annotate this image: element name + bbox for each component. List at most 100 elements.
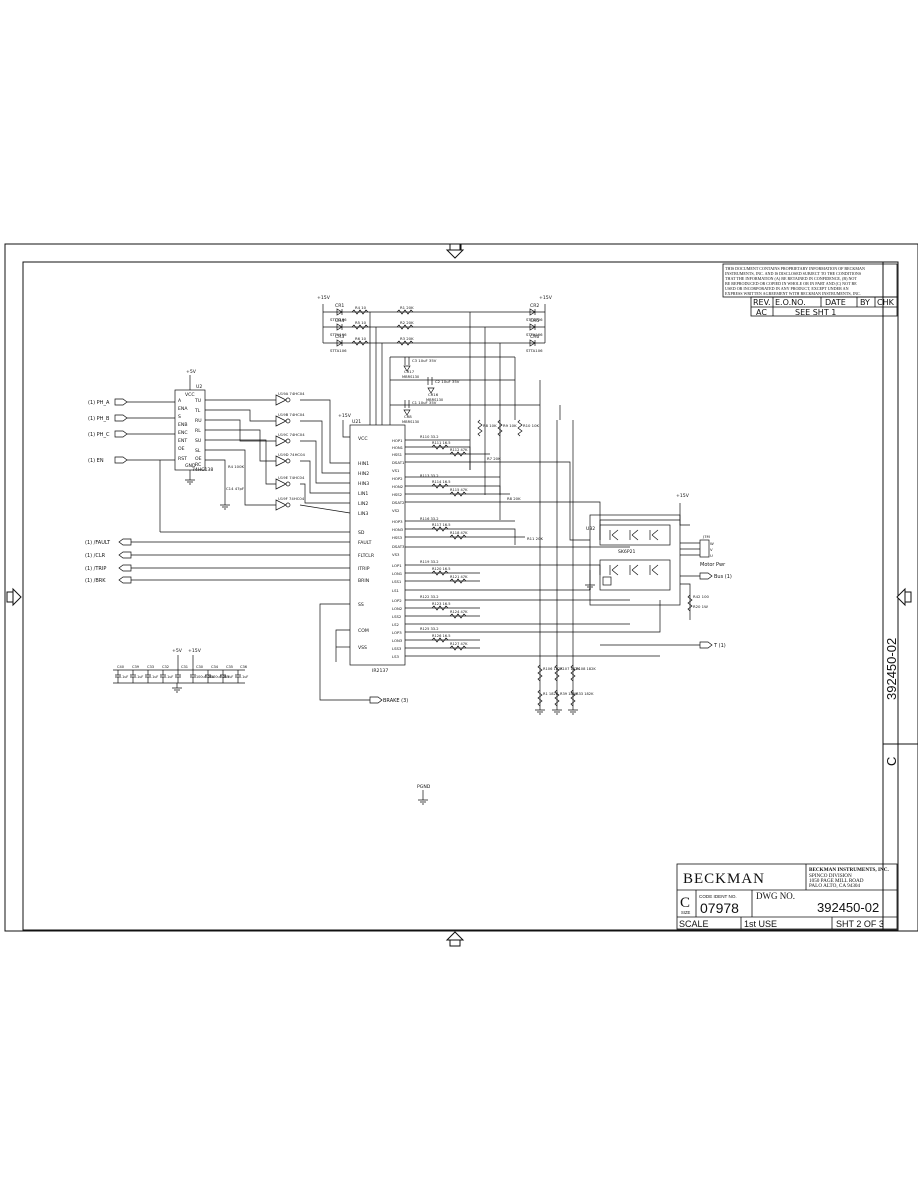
labels-misc-5-label: R42 100 — [693, 594, 710, 599]
labels-bottom-r-1-label: R107 182K — [560, 667, 580, 671]
supply-15v-u32: +15V — [676, 493, 690, 499]
labels-misc-8-label: W — [710, 541, 714, 546]
diode-cr5-icon — [529, 323, 536, 331]
port-in-phb-label: (1) PH_B — [88, 416, 110, 422]
chips-u2-pins-right-4-label: SU — [195, 438, 201, 444]
labels-misc-10-label: U — [710, 553, 713, 558]
labels-diode-part-label: STTA106 — [330, 332, 347, 337]
dwg-no-label: DWG NO. — [756, 891, 795, 901]
ground-bot1-icon — [535, 709, 545, 715]
chips-u2-pins-right-7-label: RC — [195, 462, 201, 468]
inverter-u19d-icon — [275, 455, 287, 467]
labels-gate-r-9-label: R119 33.2 — [420, 560, 439, 564]
title-block: BECKMAN BECKMAN INSTRUMENTS, INC. SPINCO… — [676, 863, 898, 930]
schematic-stroke — [629, 564, 639, 576]
port-in-en-icon — [114, 456, 128, 464]
labels-divider-1-label: R9 10K — [503, 423, 517, 428]
chips-inverters-2-label: U19C 74HC04 — [278, 432, 305, 437]
labels-gate-r-2-label: R112 47K — [450, 448, 468, 452]
schematic-stroke — [676, 863, 898, 930]
chips-u21-pins-left-8-label: FLTCLR — [358, 553, 375, 559]
revision-block: REV. E.O.NO. DATE BY CHK AC SEE SHT 1 — [750, 296, 898, 317]
schematic-stroke — [115, 670, 121, 683]
labels-decoupling-7-label: C35 — [226, 665, 233, 669]
diode-cr2-icon — [529, 308, 536, 316]
port-t-icon — [699, 641, 713, 649]
chips-u2-pins-left-7-label: RST — [178, 456, 187, 462]
zone-arrow-top-icon — [445, 243, 465, 259]
schematic-stroke — [342, 420, 350, 438]
labels-resistors-1-label: R5 10 — [355, 320, 367, 325]
chips-u2-pins-left-5-label: ENT — [178, 438, 187, 444]
side-drawing-number: 392450-02 — [884, 638, 899, 700]
resistor-r107-icon — [554, 664, 560, 682]
notice-line-3: THAT THE INFORMATION (A) BE RETAINED IN … — [725, 276, 857, 282]
chips-u2-pins-right-2-label: RU — [195, 418, 202, 424]
notice-line-1: THIS DOCUMENT CONTAINS PROPRIETARY INFOR… — [725, 266, 865, 271]
schematic-stroke — [609, 529, 619, 541]
labels-mbrs-label: MBRS130 — [402, 420, 420, 424]
chips-u21-pins-right-2-label: HSS1 — [392, 452, 403, 457]
labels-gate-r-12-label: R122 33.2 — [420, 595, 439, 599]
schematic-stroke — [299, 504, 351, 514]
port-out-clr-label: (1) /CLR — [85, 553, 106, 559]
components — [113, 308, 713, 805]
resistor-r118-icon — [449, 534, 467, 540]
zone-arrow-right-icon — [896, 587, 912, 607]
labels-gate-r-7-label: R117 16.5 — [432, 523, 451, 527]
labels-decoupling-5-label: C30 — [196, 665, 204, 669]
capacitor-c1-icon — [404, 400, 410, 408]
supply-5v-u2: +5V — [186, 369, 197, 375]
chips-u2-pins-left-1-label: ENA — [178, 406, 188, 412]
chips-u21-pins-right-7-label: HSS2 — [392, 492, 403, 497]
labels-decoupling-vals-7-label: .1uF — [241, 675, 248, 679]
schematic-stroke — [319, 603, 370, 701]
schematic-stroke — [609, 564, 619, 576]
port-t-label: T (1) — [713, 643, 726, 649]
labels-cr-top-1-label: CR4 — [335, 318, 344, 324]
labels-resistors-3-label: R1 20K — [400, 305, 414, 310]
schematic-stroke — [285, 418, 291, 424]
date-header: DATE — [825, 298, 846, 307]
resistor-r108-icon — [570, 664, 576, 682]
port-out-brk-label: (1) /BRK — [85, 578, 106, 584]
schematic-stroke — [335, 629, 350, 662]
labels-gate-r-15-label: R125 33.2 — [420, 627, 439, 631]
chips-u21-pins-left-0-label: HIN1 — [358, 461, 369, 467]
chips-u21-pins-left-9-label: ITRIP — [358, 566, 370, 572]
chips-u2-pins-right-6-label: OE — [195, 456, 202, 462]
supply-15v-u21: +15V — [338, 413, 352, 419]
port-in-pha-icon — [114, 398, 128, 406]
chips-u21-pins-left-3-label: LIN1 — [358, 491, 368, 497]
labels-resistors-5-label: R3 20K — [400, 336, 414, 341]
chips-u2-pins-left-4-label: ENC — [178, 430, 188, 436]
resistor-r1-icon — [396, 309, 414, 315]
resistor-r42-icon — [687, 594, 693, 612]
chips-u21-pins-left-12-label: COM — [358, 628, 369, 634]
schematic-stroke — [599, 524, 671, 546]
labels-diode-part-label: STTA106 — [526, 317, 543, 322]
port-out-trip-label: (1) /TRIP — [85, 566, 106, 572]
labels-caps-4-label: CR16 — [428, 392, 439, 397]
resistor-r117-icon — [431, 526, 449, 532]
side-drawing-label: 392450-02 C — [883, 638, 918, 766]
port-in-phc-label: (1) PH_C — [88, 432, 110, 438]
labels-decoupling-vals-4-label: 100uF 35V — [196, 675, 215, 679]
notice-line-2: INSTRUMENTS, INC. AND IS DISCLOSED SUBJE… — [725, 271, 862, 277]
labels-decoupling-1-label: C39 — [132, 665, 140, 669]
u2-gnd: GND — [185, 463, 196, 469]
notice-line-6: EXPRESS WRITTEN AGREEMENT WITH BECKMAN I… — [725, 291, 861, 297]
resistor-r114-icon — [431, 483, 449, 489]
labels-misc-4-label: R11 20K — [527, 536, 544, 541]
chips-u21-pins-left-10-label: BRIN — [358, 578, 369, 584]
labels-misc-1-label: C14 47pF — [226, 486, 244, 491]
labels-misc-6-label: R20 1W — [693, 604, 708, 609]
labels-gate-r-17-label: R127 47K — [450, 642, 468, 646]
size-label: SIZE — [681, 910, 691, 915]
inverter-u19e-icon — [275, 478, 287, 490]
chips-inverters-5-label: U19F 74HC04 — [278, 496, 305, 501]
schematic-stroke — [405, 461, 590, 541]
schematic-stroke — [285, 397, 291, 403]
chips-u21-pins-right-3-label: DSAT1 — [392, 460, 405, 465]
